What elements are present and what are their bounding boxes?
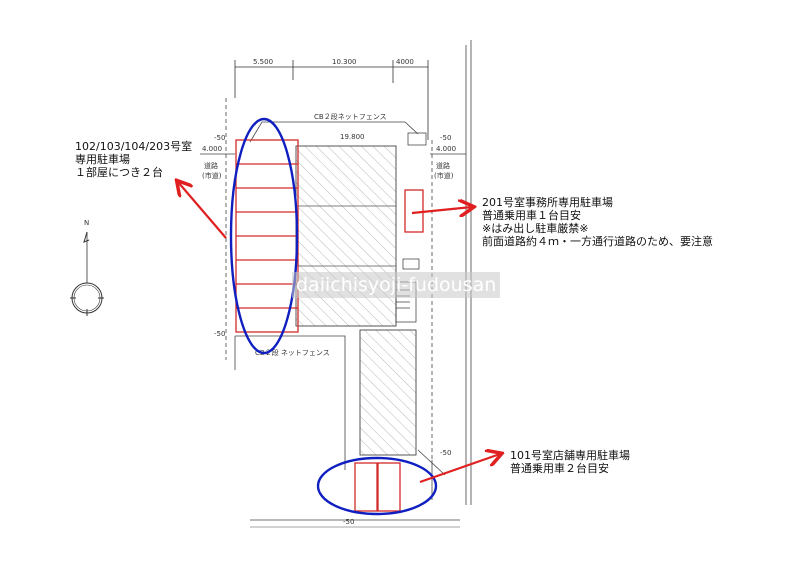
road-left-sub: (市道) [202, 171, 222, 180]
top-dimension-line [234, 60, 429, 140]
note-line: １部屋につき２台 [75, 166, 163, 179]
note-line: 前面道路約４ｍ・一方通行道路のため、要注意 [482, 235, 713, 248]
dim-5500: 5.500 [253, 58, 273, 66]
note-line: 101号室店舗専用駐車場 [510, 449, 630, 462]
note-line: ※はみ出し駐車厳禁※ [482, 222, 589, 235]
road-right-dim: 4.000 [436, 145, 456, 153]
compass-north-label: N [84, 219, 89, 227]
offset-label: -50 [343, 518, 354, 526]
road-left-dim: 4.000 [202, 145, 222, 153]
left-arrow [178, 182, 227, 239]
bottom-parking-note: 101号室店舗専用駐車場 普通乗用車２台目安 [510, 449, 630, 475]
note-line: 普通乗用車２台目安 [510, 462, 609, 475]
dim-10300: 10.300 [332, 58, 357, 66]
property-lines [200, 98, 466, 528]
note-line: 201号室事務所専用駐車場 [482, 196, 613, 209]
note-line: 専用駐車場 [75, 153, 130, 166]
left-parking-note: 102/103/104/203号室 専用駐車場 １部屋につき２台 [75, 140, 192, 179]
parking-201-space [404, 189, 424, 233]
building-main [295, 145, 397, 327]
bottom-arrow [419, 454, 500, 484]
offset-label: -50 [440, 449, 451, 457]
offset-label: -50 [214, 330, 225, 338]
offset-label: -50 [440, 134, 451, 142]
bottom-parking-highlight [316, 456, 438, 516]
road-right-label: 道路 [436, 161, 450, 170]
north-compass-icon [70, 231, 104, 316]
building-width-dim: 19.800 [340, 133, 365, 141]
fence-top-label: CB２段ネットフェンス [314, 112, 387, 121]
dim-4000: 4000 [396, 58, 414, 66]
left-parking-highlight [229, 117, 299, 355]
parking-left-spaces [235, 139, 299, 333]
road-right-sub: (市道) [434, 171, 454, 180]
note-line: 102/103/104/203号室 [75, 140, 193, 153]
right-parking-note: 201号室事務所専用駐車場 普通乗用車１台目安 ※はみ出し駐車厳禁※ 前面道路約… [482, 196, 713, 248]
parking-101-spaces [354, 462, 401, 512]
road-left-label: 道路 [204, 161, 218, 170]
note-line: 普通乗用車１台目安 [482, 209, 581, 222]
offset-label: -50 [214, 134, 225, 142]
watermark: daiichisyoji-fudousan [292, 272, 500, 298]
right-arrow [411, 207, 472, 213]
building-annex [359, 329, 417, 456]
fence-bottom-label: CB２段 ネットフェンス [255, 348, 330, 357]
